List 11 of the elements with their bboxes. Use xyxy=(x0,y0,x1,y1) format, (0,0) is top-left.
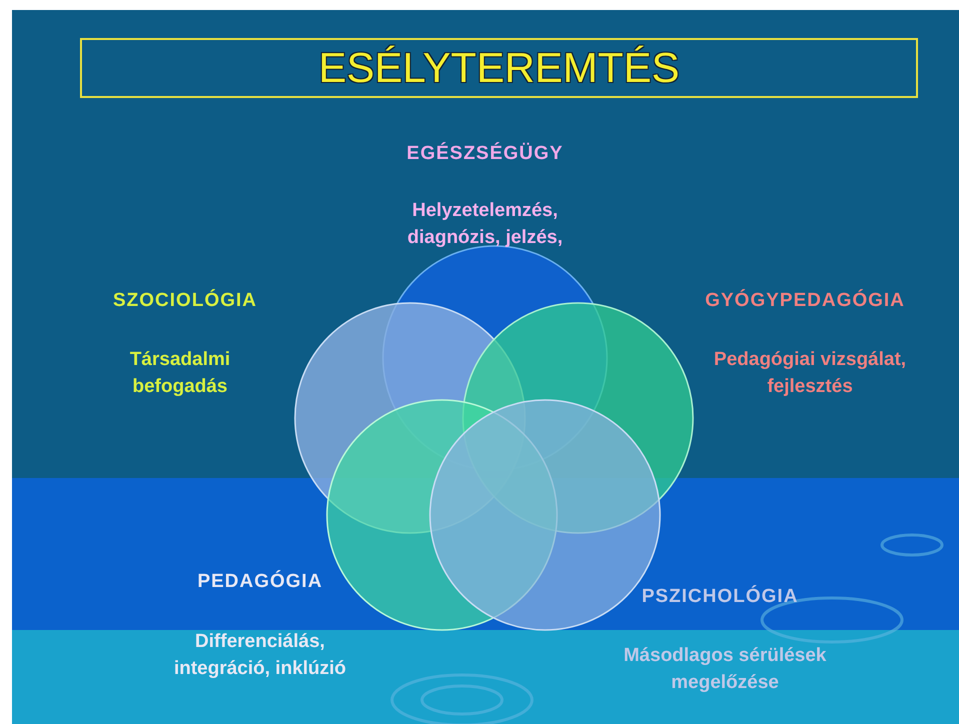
field-description: Másodlagos sérülések megelőzése xyxy=(622,644,828,695)
field-heading: GYÓGYPEDAGÓGIA xyxy=(704,288,906,313)
title-banner: ESÉLYTEREMTÉS xyxy=(80,38,918,98)
field-description: Társadalmi befogadás xyxy=(128,348,232,399)
field-description: Helyzetelemzés, diagnózis, jelzés, xyxy=(406,199,564,250)
field-heading: PEDAGÓGIA xyxy=(196,569,324,594)
field-heading: SZOCIOLÓGIA xyxy=(112,288,258,313)
field-heading: EGÉSZSÉGÜGY xyxy=(406,141,564,166)
field-description: Pedagógiai vizsgálat, fejlesztés xyxy=(712,348,908,399)
field-heading: PSZICHOLÓGIA xyxy=(640,584,800,609)
field-description: Differenciálás, integráció, inklúzió xyxy=(172,630,348,681)
